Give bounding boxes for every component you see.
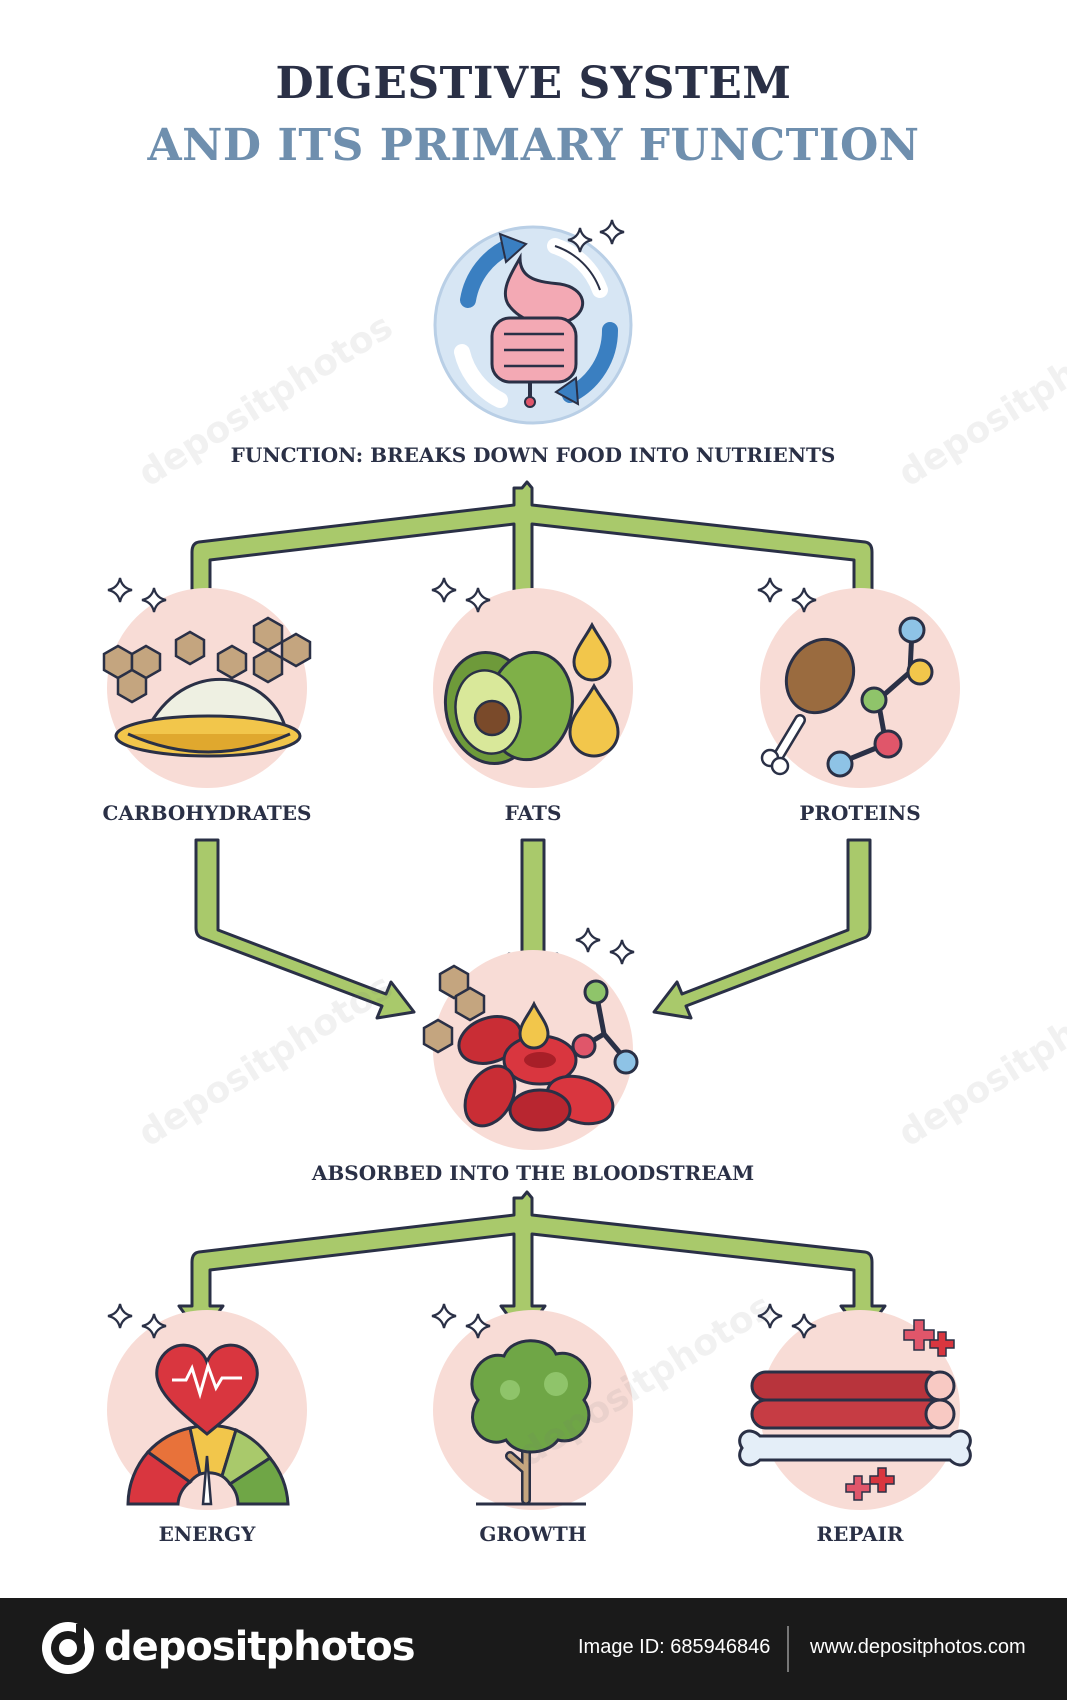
growth-icon [430, 1302, 633, 1510]
diagram-graphics [102, 218, 972, 1510]
repair-icon [738, 1302, 972, 1510]
bloodstream-icon [422, 926, 639, 1150]
nutrient-label-fats: FATS [504, 801, 562, 825]
nutrient-label-carbohydrates: CARBOHYDRATES [102, 801, 312, 825]
fats-icon [430, 576, 633, 788]
footer-brand: depositphotos [104, 1624, 416, 1670]
footer-divider [787, 1626, 789, 1672]
diagram-title-line2: AND ITS PRIMARY FUNCTION [147, 120, 920, 171]
outcome-label-repair: REPAIR [816, 1522, 904, 1546]
outcome-label-energy: ENERGY [158, 1522, 256, 1546]
carbohydrates-icon [102, 576, 312, 788]
energy-icon [106, 1302, 307, 1510]
proteins-icon [756, 576, 960, 788]
outcome-label-growth: GROWTH [479, 1522, 587, 1546]
diagram-title-line1: DIGESTIVE SYSTEM [275, 58, 792, 109]
footer-image-id: Image ID: 685946846 [578, 1636, 771, 1658]
depositphotos-logo-icon [42, 1622, 94, 1674]
digestive-system-icon [433, 218, 633, 425]
footer-bar: depositphotos Image ID: 685946846 www.de… [0, 1598, 1067, 1700]
absorption-label: ABSORBED INTO THE BLOODSTREAM [311, 1161, 755, 1185]
footer-site-link[interactable]: www.depositphotos.com [810, 1636, 1026, 1658]
function-label: FUNCTION: BREAKS DOWN FOOD INTO NUTRIENT… [230, 443, 836, 467]
nutrient-label-proteins: PROTEINS [799, 801, 921, 825]
